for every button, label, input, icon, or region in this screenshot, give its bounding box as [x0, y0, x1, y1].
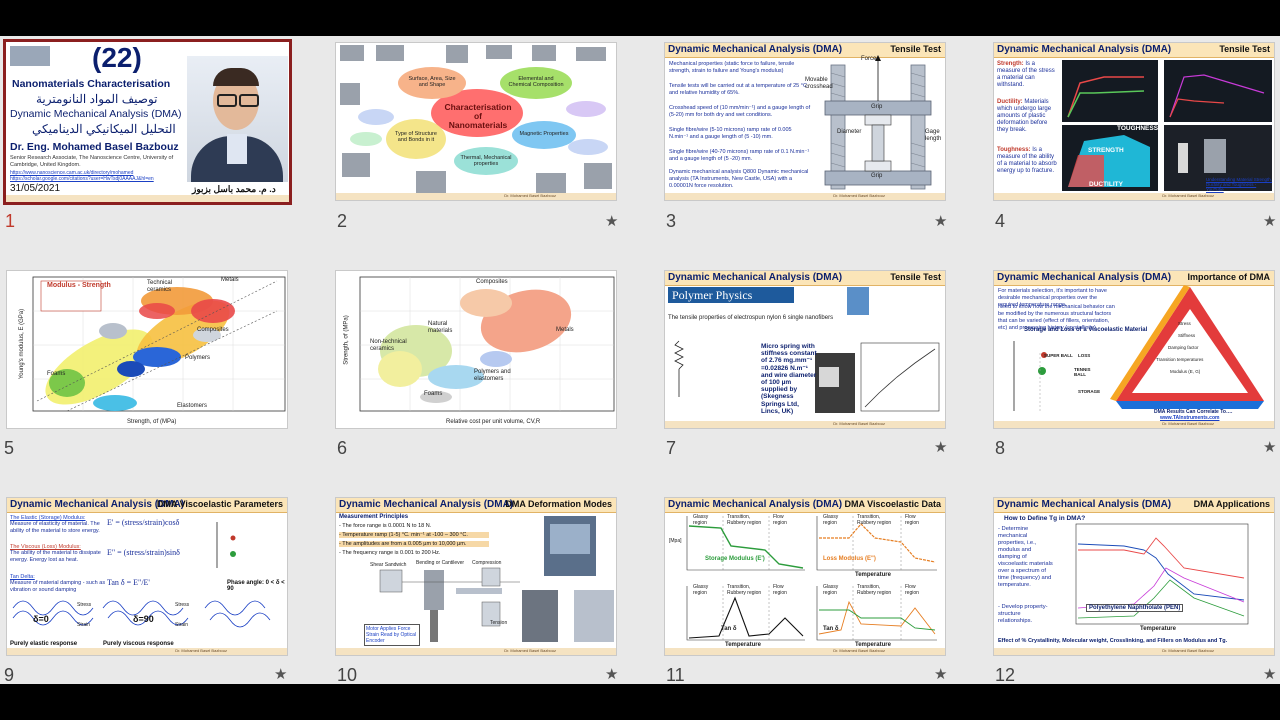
slide-number-8: 8: [995, 438, 1006, 458]
mindmap-diagram: [336, 43, 616, 200]
slide-number-7: 7: [666, 438, 677, 458]
tensile-machine-diagram: [824, 55, 932, 190]
slide-number-12: 12: [995, 665, 1016, 685]
slide-thumbnail-4[interactable]: Dynamic Mechanical Analysis (DMA)Tensile…: [993, 42, 1275, 201]
slide-4-transition-icon[interactable]: ★: [1263, 213, 1277, 230]
slide-number-2: 2: [337, 211, 348, 231]
author: Dr. Eng. Mohamed Basel Bazbouz: [10, 141, 179, 153]
affiliation: Senior Research Associate, The Nanoscien…: [10, 155, 174, 168]
author-arabic: د. م. محمد باسل بزبوز: [192, 184, 276, 194]
viscoelastic-curves: [686, 516, 937, 641]
spring-figure: [674, 340, 940, 413]
slide-thumbnail-2[interactable]: Characterisation of Nanomaterials Surfac…: [335, 42, 617, 201]
mindmap-center: Characterisation of Nanomaterials: [444, 102, 512, 130]
sine-wave-plots: [12, 522, 271, 628]
slide-7-transition-icon[interactable]: ★: [934, 439, 948, 456]
bubble-composition: Elemental and Chemical Composition: [508, 76, 564, 88]
chart-title: Modulus - Strength: [47, 282, 111, 289]
slide-thumbnail-12[interactable]: Dynamic Mechanical Analysis (DMA)DMA App…: [993, 497, 1275, 656]
slide-number-9: 9: [4, 665, 15, 685]
slide-thumbnail-10[interactable]: Dynamic Mechanical Analysis (DMA)DMA Def…: [335, 497, 617, 656]
title: Nanomaterials Characterisation: [12, 78, 171, 90]
slide-2-transition-icon[interactable]: ★: [605, 213, 619, 230]
slide-12-transition-icon[interactable]: ★: [1263, 666, 1277, 683]
subtitle-arabic: التحليل الميكانيكي الديناميكي: [32, 122, 176, 136]
slide-number-4: 4: [995, 211, 1006, 231]
slide-sorter: (22) Nanomaterials Characterisation توصي…: [0, 36, 1280, 685]
slide-thumbnail-7[interactable]: Dynamic Mechanical Analysis (DMA)Tensile…: [664, 270, 946, 429]
slide-number-1: 1: [5, 211, 16, 231]
ta-instruments-link[interactable]: www.TAInstruments.com: [1160, 415, 1220, 421]
bubble-surface: Surface, Area, Size and Shape: [408, 76, 456, 88]
slide-thumbnail-8[interactable]: Dynamic Mechanical Analysis (DMA)Importa…: [993, 270, 1275, 429]
slide-3-transition-icon[interactable]: ★: [934, 213, 948, 230]
spring-description: Micro spring with stiffness constant of …: [761, 343, 817, 415]
slide-thumbnail-9[interactable]: Dynamic Mechanical Analysis (DMA)DMA Vis…: [6, 497, 288, 656]
link-2[interactable]: https://scholar.google.com/citations?use…: [10, 176, 154, 182]
portrait-image: [187, 56, 288, 182]
slide-thumbnail-1[interactable]: (22) Nanomaterials Characterisation توصي…: [3, 39, 292, 205]
title-arabic: توصيف المواد النانومترية: [36, 92, 158, 106]
strength-ductility-plots: [1062, 60, 1272, 191]
bubble-magnetic: Magnetic Properties: [519, 131, 569, 137]
slide-10-transition-icon[interactable]: ★: [605, 666, 619, 683]
modulus-strength-chart: [32, 276, 286, 412]
slide-9-transition-icon[interactable]: ★: [274, 666, 288, 683]
slide-number-11: 11: [666, 665, 685, 685]
big-number: (22): [92, 42, 142, 73]
slide-thumbnail-5[interactable]: Modulus - Strength Technical ceramics Me…: [6, 270, 288, 429]
slide-8-transition-icon[interactable]: ★: [1263, 439, 1277, 456]
slide-number-10: 10: [337, 665, 358, 685]
date: 31/05/2021: [10, 183, 61, 194]
subtitle: Dynamic Mechanical Analysis (DMA): [10, 108, 182, 120]
article-title: The tensile properties of electrospun ny…: [668, 315, 834, 321]
bubble-thermal: Thermal, Mechanical properties: [460, 155, 512, 167]
deformation-modes-diagram: [379, 516, 614, 642]
journal-banner: Polymer Physics: [668, 287, 794, 303]
slide-thumbnail-6[interactable]: Composites Metals Natural materials Non-…: [335, 270, 617, 429]
slide-number-5: 5: [4, 438, 15, 458]
youtube-link[interactable]: Understanding Material Strength, Ductili…: [1206, 177, 1273, 192]
bubble-structure: Type of Structure and Bonds in it: [395, 131, 437, 143]
slide-number-6: 6: [337, 438, 348, 458]
slide-thumbnail-3[interactable]: Dynamic Mechanical Analysis (DMA)Tensile…: [664, 42, 946, 201]
slide-11-transition-icon[interactable]: ★: [934, 666, 948, 683]
strength-cost-chart: [359, 276, 615, 412]
slide-number-3: 3: [666, 211, 677, 231]
slide-thumbnail-11[interactable]: Dynamic Mechanical Analysis (DMA)DMA Vis…: [664, 497, 946, 656]
link-1[interactable]: https://www.nanoscience.cam.ac.uk/direct…: [10, 170, 134, 176]
logo-image: [10, 46, 50, 66]
pen-dma-chart: [1075, 523, 1249, 625]
triangle-diagram: [1013, 285, 1264, 413]
